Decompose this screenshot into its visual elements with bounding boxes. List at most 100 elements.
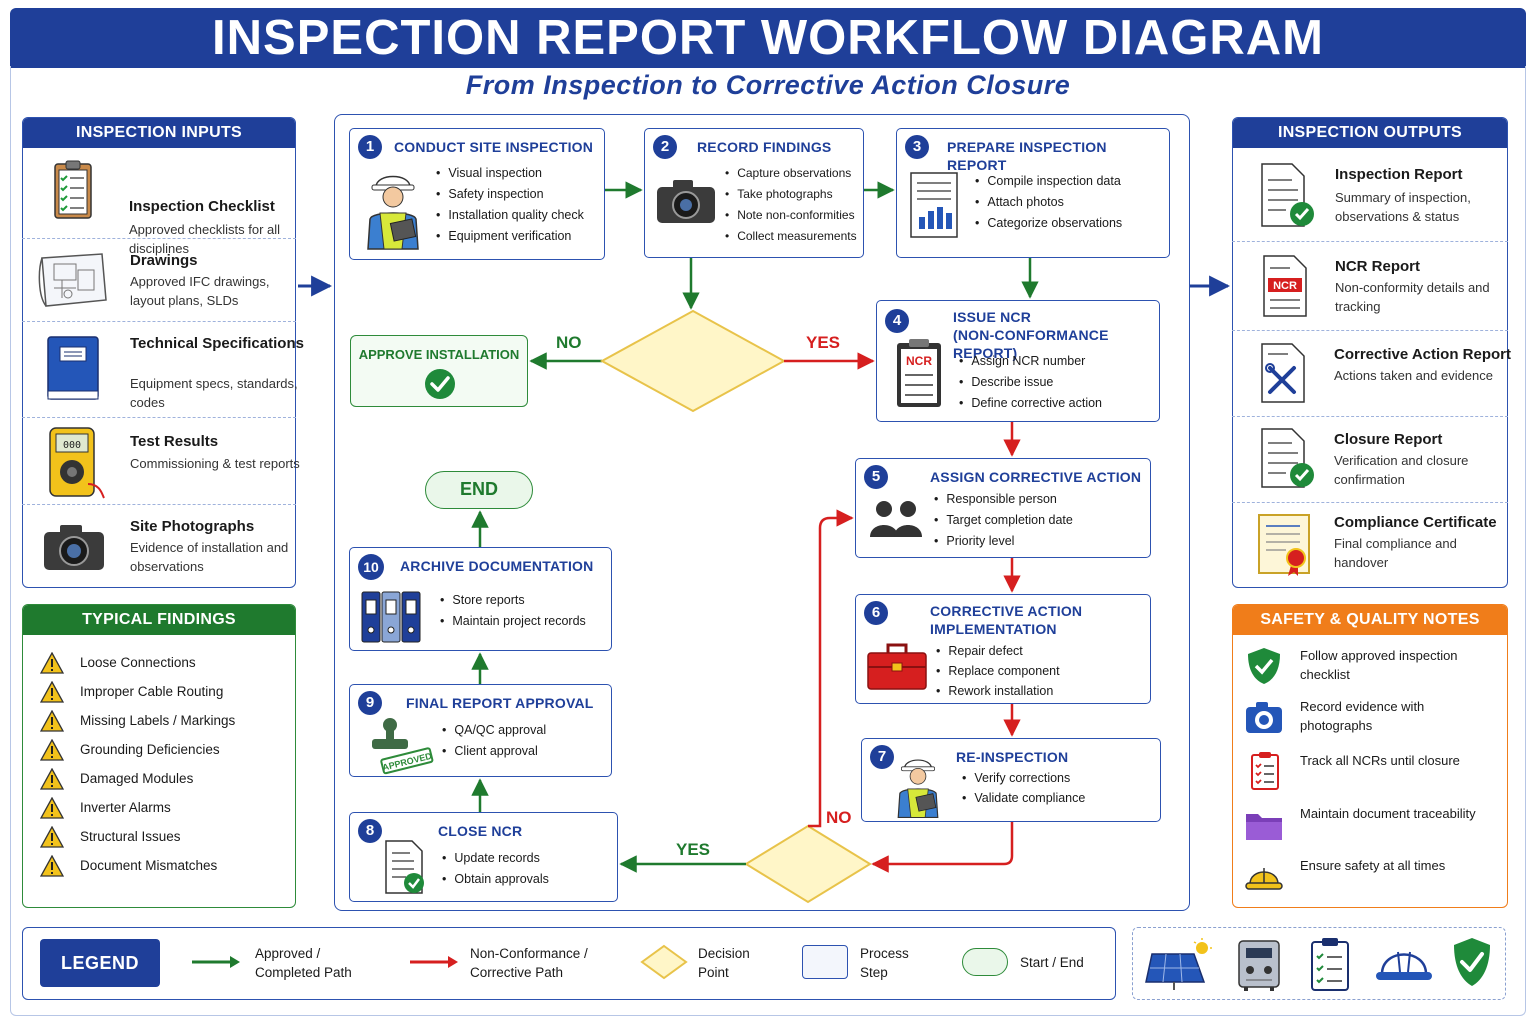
edge-label-no: NO	[556, 333, 582, 352]
step-number: 10	[358, 554, 384, 580]
step-3-prepare-inspection-report: 3 PREPARE INSPECTION REPORT Compile insp…	[896, 128, 1170, 258]
inspector-icon	[897, 759, 939, 819]
output-title: Closure Report	[1334, 431, 1443, 448]
legend-approved-label: Approved / Completed Path	[255, 944, 352, 982]
step-title: CORRECTIVE ACTION IMPLEMENTATION	[930, 602, 1082, 638]
shield-check-icon	[1248, 648, 1280, 684]
input-desc: Commissioning & test reports	[130, 456, 300, 471]
report-chart-icon	[910, 172, 958, 238]
decision-text: FOUND?	[665, 368, 721, 383]
wrench-report-icon	[1261, 343, 1305, 403]
step-number: 9	[358, 691, 382, 715]
step-2-record-findings: 2 RECORD FINDINGS Capture observations T…	[644, 128, 864, 258]
note-item: Ensure safety at all times	[1244, 856, 1494, 904]
step-bullet: Describe issue	[959, 372, 1102, 393]
step-bullet: Replace component	[936, 661, 1059, 681]
step-bullet: Visual inspection	[436, 163, 584, 184]
step-number: 2	[653, 135, 677, 159]
input-title: Drawings	[130, 252, 198, 269]
input-desc: Evidence of installation and observation…	[130, 540, 289, 574]
step-bullets: Verify corrections Validate compliance	[962, 768, 1085, 808]
toolbox-icon	[867, 643, 927, 690]
people-icon	[870, 501, 922, 537]
camera-icon	[657, 180, 715, 223]
page-subtitle: From Inspection to Corrective Action Clo…	[465, 70, 1071, 100]
step-title: ARCHIVE DOCUMENTATION	[400, 558, 594, 574]
approve-installation-label: APPROVE INSTALLATION	[358, 347, 520, 362]
legend-approved-arrow	[192, 956, 240, 968]
note-text: Follow approved inspection checklist	[1300, 648, 1458, 682]
clipboard-checklist-icon	[54, 160, 92, 219]
step-bullet: Define corrective action	[959, 393, 1102, 414]
binders-icon	[361, 591, 421, 643]
step-number: 4	[885, 309, 909, 333]
folder-icon	[1246, 814, 1282, 840]
output-title: NCR Report	[1335, 258, 1420, 275]
svg-text:000: 000	[63, 440, 81, 451]
step-bullet: Capture observations	[725, 163, 857, 184]
output-title: Corrective Action Report	[1334, 346, 1511, 363]
step-bullets: Repair defect Replace component Rework i…	[936, 641, 1060, 701]
legend-decision-label: Decision Point	[698, 944, 750, 982]
ncr-clipboard-icon: NCR	[897, 339, 941, 407]
ncr-badge: NCR	[1273, 280, 1297, 292]
camera-icon	[44, 525, 104, 570]
step-1-conduct-site-inspection: 1 CONDUCT SITE INSPECTION Visual inspect…	[349, 128, 605, 260]
page-frame	[10, 66, 1526, 1016]
finding-text: Inverter Alarms	[80, 800, 171, 815]
legend-nonconformance-arrow	[410, 956, 458, 968]
inverter-icon	[1238, 940, 1280, 991]
step-title: PREPARE INSPECTION REPORT	[947, 139, 1107, 173]
decision-issue-resolved: ISSUE RESOLVED?	[746, 845, 870, 885]
note-item: Follow approved inspection checklist	[1244, 646, 1494, 694]
step-bullet: Equipment verification	[436, 226, 584, 247]
legend-text: Approved /	[255, 946, 321, 961]
inspection-inputs-heading: INSPECTION INPUTS	[23, 118, 295, 148]
step-bullet: Maintain project records	[440, 611, 585, 632]
step-bullet: Store reports	[440, 590, 586, 611]
step-bullets: Responsible person Target completion dat…	[934, 489, 1073, 552]
legend	[22, 927, 1116, 1000]
finding-text: Grounding Deficiencies	[80, 742, 220, 757]
end-terminator: END	[425, 471, 533, 509]
step-bullet: Rework installation	[936, 681, 1060, 701]
step-bullet: Verify corrections	[962, 768, 1085, 788]
note-item: Maintain document traceability	[1244, 804, 1494, 852]
page-title: INSPECTION REPORT WORKFLOW DIAGRAM	[10, 8, 1526, 68]
warning-icon	[40, 652, 64, 674]
step-title-line: ISSUE NCR	[953, 309, 1032, 325]
output-desc: Final compliance and handover	[1334, 536, 1457, 570]
input-desc: Equipment specs, standards, codes	[130, 376, 298, 410]
step-bullet: Responsible person	[934, 489, 1073, 510]
inspection-inputs-panel: INSPECTION INPUTS Inspection Checklist A…	[22, 117, 296, 588]
decision-nonconformity: NON-CONFORMITY FOUND?	[618, 346, 768, 386]
check-circle-icon	[425, 369, 455, 399]
legend-start-end-label: Start / End	[1020, 955, 1084, 970]
step-bullets: Assign NCR number Describe issue Define …	[959, 351, 1102, 414]
step-bullet: Note non-conformities	[725, 205, 857, 226]
decision-text: RESOLVED?	[768, 867, 848, 882]
hard-hat-icon	[1245, 868, 1283, 890]
step-number: 8	[358, 819, 382, 843]
step-7-re-inspection: 7 RE-INSPECTION Verify corrections Valid…	[861, 738, 1161, 822]
edge-label-no: NO	[826, 808, 852, 827]
step-number: 7	[870, 745, 894, 769]
step-bullet: Update records	[442, 848, 549, 869]
finding-text: Damaged Modules	[80, 771, 194, 786]
warning-icon	[40, 710, 64, 732]
input-title: Technical Specifications	[130, 335, 304, 352]
legend-text: Decision	[698, 946, 750, 961]
step-title-line: CORRECTIVE ACTION	[930, 603, 1083, 619]
blueprint-drawing-icon	[38, 253, 107, 307]
certificate-icon	[1258, 514, 1310, 576]
step-title: RECORD FINDINGS	[697, 139, 832, 155]
finding-text: Missing Labels / Markings	[80, 713, 236, 728]
closure-report-icon	[1261, 428, 1314, 488]
step-6-corrective-action-implementation: 6 CORRECTIVE ACTION IMPLEMENTATION Repai…	[855, 594, 1151, 704]
edge-label-yes: YES	[806, 333, 841, 352]
step-title: FINAL REPORT APPROVAL	[406, 695, 594, 711]
step-bullet: Installation quality check	[436, 205, 584, 226]
output-desc: Verification and closure confirmation	[1334, 453, 1469, 487]
warning-icon	[40, 826, 64, 848]
note-item: Track all NCRs until closure	[1244, 751, 1494, 799]
